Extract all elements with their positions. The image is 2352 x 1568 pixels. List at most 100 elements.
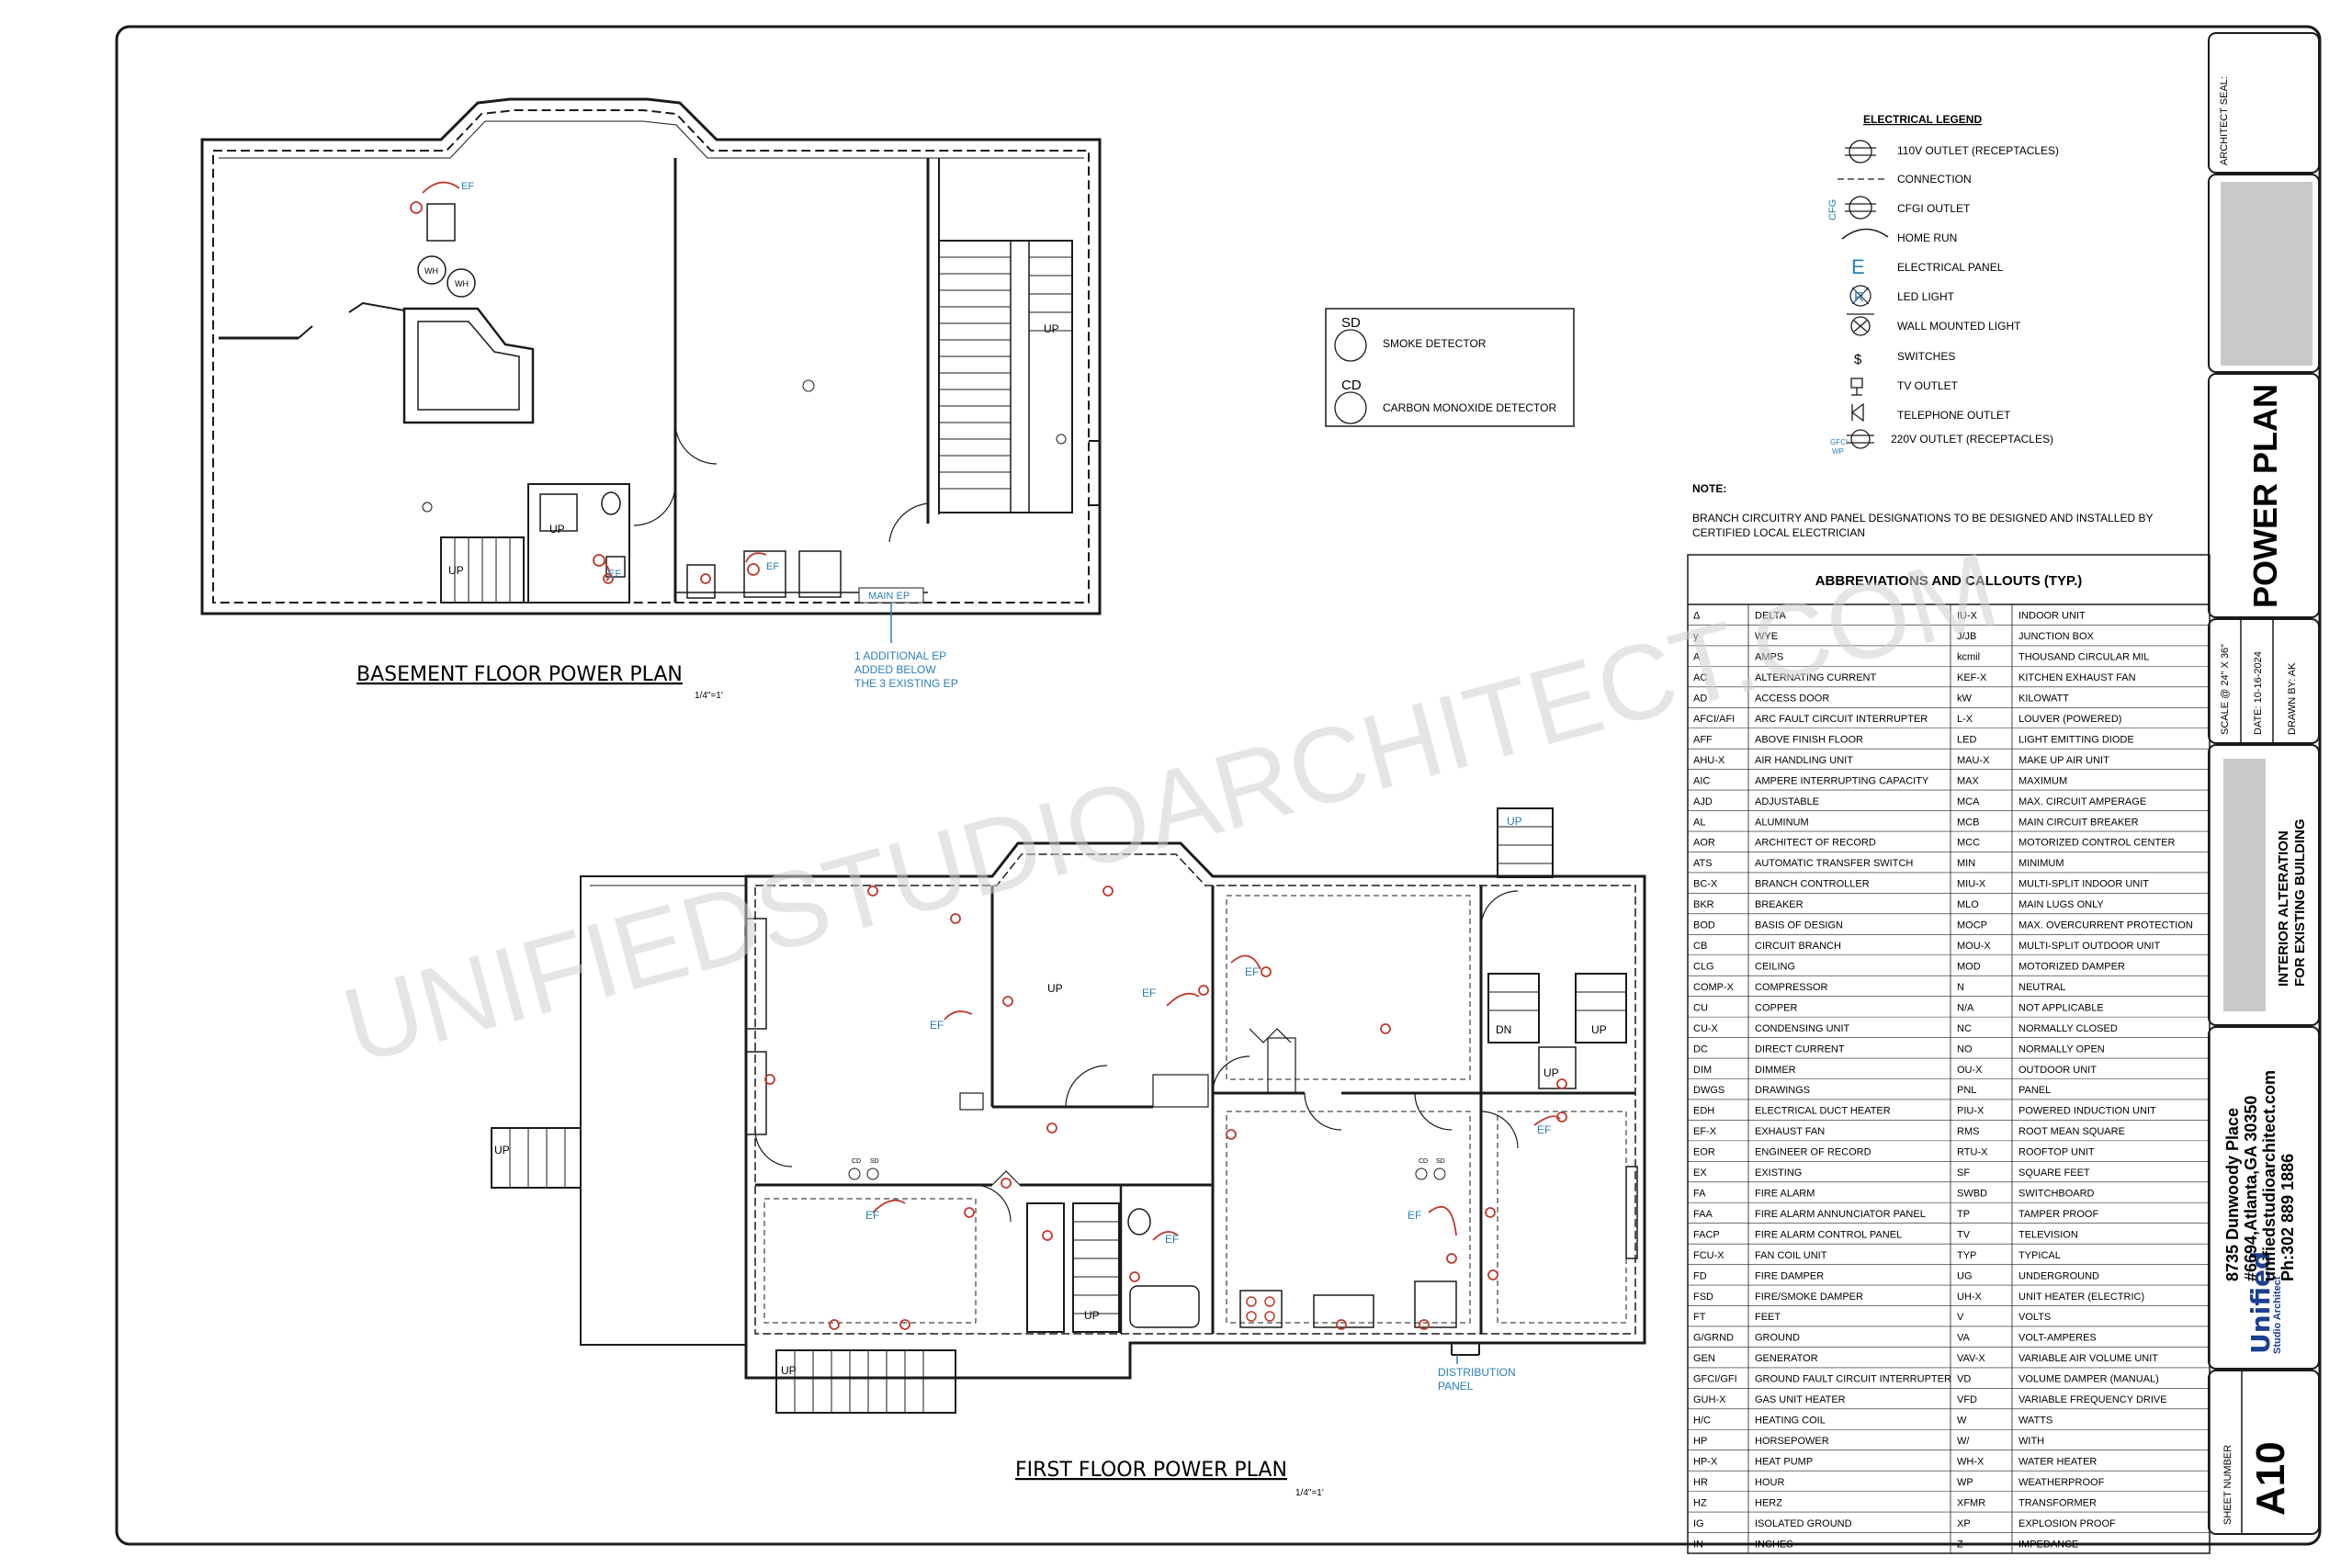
- abbreviation-code: AFF: [1693, 734, 1713, 745]
- abbreviation-code: CLG: [1693, 961, 1714, 972]
- switch-icon: $: [1854, 352, 1862, 367]
- abbreviation-code: IU-X: [1957, 611, 1978, 622]
- basement-outlets: [410, 181, 767, 584]
- abbreviation-code: CU-X: [1693, 1023, 1719, 1034]
- abbreviation-meaning: TAMPER PROOF: [2018, 1209, 2098, 1220]
- abbreviation-code: TP: [1957, 1209, 1970, 1220]
- abbreviation-meaning: DIMMER: [1755, 1065, 1796, 1076]
- address-line-2: #6694,Atlanta,GA 30350: [2242, 1096, 2260, 1281]
- abbreviation-meaning: AMPERE INTERRUPTING CAPACITY: [1755, 775, 1929, 786]
- electrical-panel-icon: E: [1851, 255, 1865, 278]
- abbreviation-meaning: TELEVISION: [2018, 1229, 2078, 1240]
- legend-item-label: 110V OUTLET (RECEPTACLES): [1897, 144, 2059, 157]
- abbreviation-code: EF-X: [1693, 1126, 1717, 1137]
- abbreviation-code: GEN: [1693, 1353, 1715, 1364]
- abbreviation-meaning: JUNCTION BOX: [2018, 631, 2095, 642]
- abbreviation-code: UH-X: [1957, 1292, 1983, 1303]
- abbreviations-title: ABBREVIATIONS AND CALLOUTS (TYP.): [1815, 573, 2083, 589]
- ef-label: EF: [1165, 1233, 1179, 1246]
- abbreviation-code: OU-X: [1957, 1065, 1983, 1076]
- gfci-outlet-icon: [1845, 196, 1876, 220]
- project-image-placeholder: [2223, 759, 2266, 1011]
- svg-text:R: R: [1854, 289, 1864, 305]
- cfg-glyph: CFG: [1827, 199, 1838, 220]
- abbreviation-meaning: MAIN LUGS ONLY: [2018, 899, 2104, 910]
- abbreviation-code: BOD: [1693, 920, 1715, 931]
- abbreviation-meaning: GROUND FAULT CIRCUIT INTERRUPTER: [1755, 1374, 1951, 1385]
- abbreviation-meaning: MOTORIZED DAMPER: [2018, 961, 2125, 972]
- abbreviation-code: kcmil: [1957, 652, 1980, 663]
- abbreviation-code: VFD: [1957, 1394, 1977, 1405]
- abbreviation-code: AOR: [1693, 838, 1715, 849]
- abbreviation-code: IG: [1693, 1518, 1704, 1529]
- abbreviation-meaning: WITH: [2018, 1436, 2044, 1447]
- sheet-title: POWER PLAN: [2246, 384, 2284, 608]
- abbreviation-meaning: EXISTING: [1755, 1168, 1802, 1179]
- tv-outlet-icon: [1850, 378, 1863, 396]
- abbreviation-code: AIC: [1693, 775, 1710, 786]
- abbreviation-code: W: [1957, 1416, 1967, 1427]
- abbreviation-code: SF: [1957, 1168, 1970, 1179]
- abbreviation-code: IN: [1693, 1539, 1703, 1550]
- abbreviation-meaning: WATTS: [2018, 1416, 2052, 1427]
- legend-item-label: CFGI OUTLET: [1897, 202, 1971, 215]
- abbreviation-meaning: INCHES: [1755, 1539, 1793, 1550]
- abbreviation-code: EX: [1693, 1168, 1707, 1179]
- ep-note-line-1: 1 ADDITIONAL EP: [854, 649, 946, 662]
- abbreviation-meaning: ACCESS DOOR: [1755, 694, 1829, 705]
- led-light-icon: R: [1849, 285, 1871, 307]
- electrical-legend: ELECTRICAL LEGEND CFG E R $ GFCI WP 110V…: [1827, 113, 2059, 456]
- abbreviation-meaning: SQUARE FEET: [2018, 1168, 2090, 1179]
- abbreviation-meaning: WATER HEATER: [2018, 1456, 2097, 1467]
- abbreviation-meaning: ISOLATED GROUND: [1755, 1518, 1852, 1529]
- abbreviation-code: DIM: [1693, 1065, 1712, 1076]
- abbreviation-meaning: DRAWINGS: [1755, 1085, 1810, 1096]
- abbreviation-meaning: KITCHEN EXHAUST FAN: [2018, 672, 2136, 683]
- abbreviation-code: Δ: [1693, 611, 1701, 622]
- first-floor-labels: UP UP DN UP UP UP UP UP EF EF EF EF EF E…: [494, 815, 1607, 1377]
- abbreviation-code: N/A: [1957, 1002, 1974, 1013]
- abbreviation-meaning: AUTOMATIC TRANSFER SWITCH: [1755, 858, 1913, 869]
- abbreviation-code: AL: [1693, 817, 1705, 828]
- abbreviation-code: HZ: [1693, 1497, 1707, 1508]
- wall-light-icon: [1847, 313, 1874, 336]
- ef-label: EF: [766, 561, 779, 572]
- sd-label: SMOKE DETECTOR: [1383, 337, 1487, 350]
- abbreviation-code: MOD: [1957, 961, 1981, 972]
- up-label: UP: [1507, 815, 1522, 828]
- ef-label: EF: [930, 1019, 944, 1032]
- abbreviation-meaning: GAS UNIT HEATER: [1755, 1394, 1846, 1405]
- legend-item-label: TELEPHONE OUTLET: [1897, 409, 2011, 422]
- abbreviation-meaning: ROOT MEAN SQUARE: [2018, 1126, 2125, 1137]
- legend-item-label: 220V OUTLET (RECEPTACLES): [1891, 433, 2053, 446]
- abbreviation-meaning: NEUTRAL: [2018, 982, 2065, 993]
- abbreviation-meaning: FIRE ALARM ANNUNCIATOR PANEL: [1755, 1209, 1926, 1220]
- abbreviation-code: G/GRND: [1693, 1333, 1734, 1344]
- abbreviation-meaning: FIRE ALARM CONTROL PANEL: [1755, 1229, 1902, 1240]
- website-link[interactable]: unifiedstudioarchitect.com: [2260, 1070, 2278, 1281]
- ef-label: EF: [608, 569, 621, 580]
- abbreviation-meaning: LIGHT EMITTING DIODE: [2018, 734, 2134, 745]
- smoke-detector-icon: [1334, 329, 1367, 362]
- abbreviation-meaning: VOLTS: [2018, 1312, 2051, 1323]
- wh-label: WH: [424, 266, 438, 276]
- abbreviation-code: y: [1693, 631, 1699, 642]
- distribution-panel-label: DISTRIBUTION: [1438, 1366, 1516, 1379]
- abbreviation-meaning: VARIABLE FREQUENCY DRIVE: [2018, 1394, 2167, 1405]
- abbreviation-meaning: GENERATOR: [1755, 1353, 1818, 1364]
- abbreviation-meaning: THOUSAND CIRCULAR MIL: [2018, 652, 2149, 663]
- architect-seal-label: ARCHITECT SEAL:: [2219, 76, 2230, 165]
- legend-item-label: CONNECTION: [1897, 173, 1972, 186]
- up-label: UP: [1591, 1023, 1607, 1036]
- abbreviation-meaning: MOTORIZED CONTROL CENTER: [2018, 838, 2176, 849]
- legend-item-label: LED LIGHT: [1897, 290, 1955, 303]
- abbreviation-code: WP: [1957, 1477, 1973, 1488]
- abbreviation-meaning: PANEL: [2018, 1085, 2051, 1096]
- abbreviation-code: MAU-X: [1957, 755, 1990, 766]
- legend-item-label: HOME RUN: [1897, 231, 1957, 244]
- abbreviation-code: BC-X: [1693, 879, 1718, 890]
- abbreviation-code: MLO: [1957, 899, 1979, 910]
- abbreviation-code: SWBD: [1957, 1189, 1987, 1200]
- abbreviation-code: kW: [1957, 694, 1973, 705]
- sheet-number: A10: [2248, 1441, 2293, 1516]
